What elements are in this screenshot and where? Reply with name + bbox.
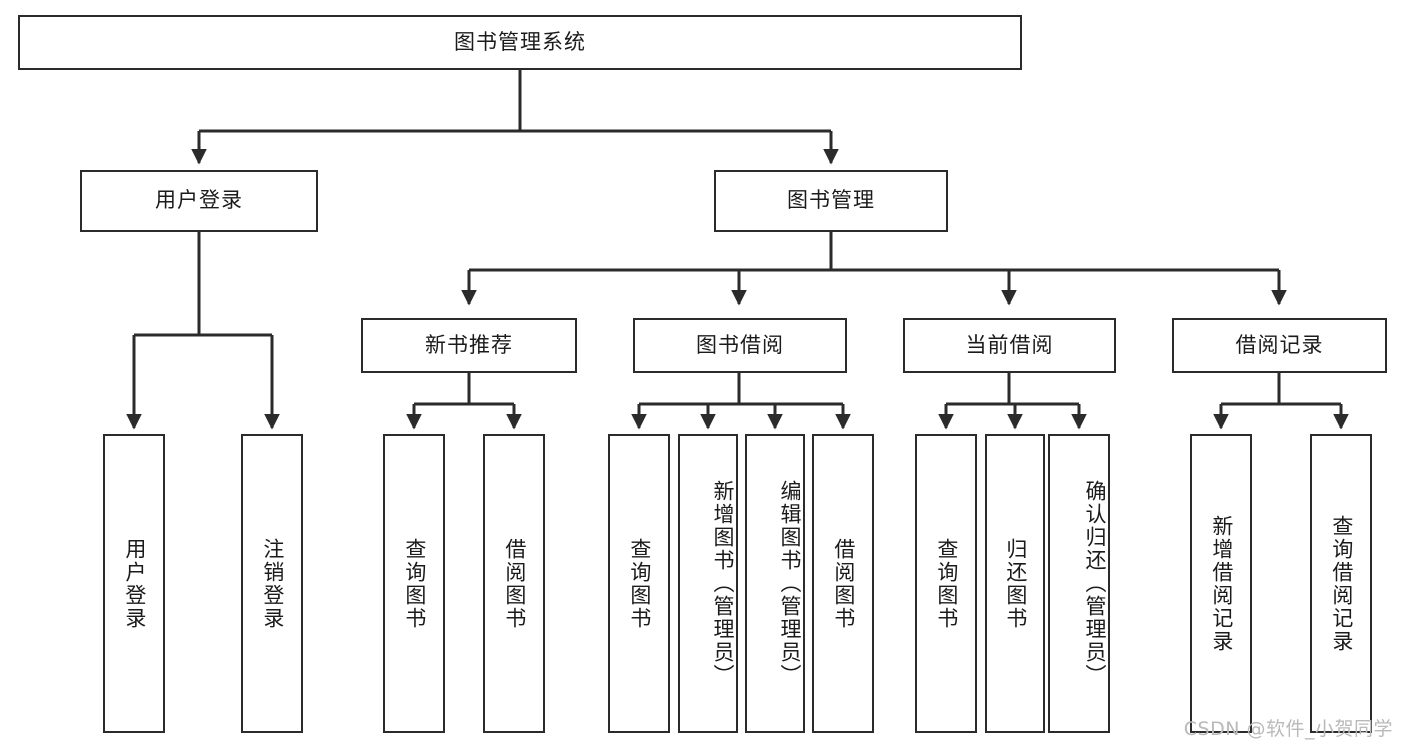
node-label: 用户登录 bbox=[122, 537, 147, 630]
leaf-current-return-books[interactable]: 归还图书 bbox=[985, 434, 1045, 733]
node-user-login[interactable]: 用户登录 bbox=[80, 170, 318, 232]
node-label: 借阅记录 bbox=[1235, 332, 1324, 357]
leaf-borrow-edit-book-admin[interactable]: 编辑图书（管理员） bbox=[745, 434, 805, 733]
node-label: 新增借阅记录 bbox=[1209, 514, 1234, 653]
node-book-management[interactable]: 图书管理 bbox=[714, 170, 948, 232]
watermark-csdn: CSDN @软件_小贺同学 bbox=[1183, 718, 1393, 740]
node-label: 图书管理系统 bbox=[454, 29, 586, 54]
leaf-new-book-query-books[interactable]: 查询图书 bbox=[383, 434, 445, 733]
node-label: 图书管理 bbox=[787, 188, 875, 213]
node-label: 注销登录 bbox=[260, 537, 285, 630]
leaf-user-login-logout[interactable]: 注销登录 bbox=[241, 434, 303, 733]
node-label: 图书借阅 bbox=[696, 332, 784, 357]
node-label: 确认归还（管理员） bbox=[1083, 480, 1107, 687]
node-label: 查询图书 bbox=[934, 537, 959, 630]
node-label: 查询图书 bbox=[402, 537, 427, 630]
node-label: 借阅图书 bbox=[502, 537, 527, 630]
node-label: 新增图书（管理员） bbox=[711, 480, 735, 687]
node-label: 当前借阅 bbox=[965, 332, 1054, 357]
node-label: 新书推荐 bbox=[425, 332, 513, 357]
node-label: 借阅图书 bbox=[831, 537, 856, 630]
node-label: 查询图书 bbox=[627, 537, 652, 630]
node-new-book-recommendation[interactable]: 新书推荐 bbox=[361, 318, 577, 373]
leaf-borrow-query-books[interactable]: 查询图书 bbox=[608, 434, 670, 733]
leaf-current-confirm-return-admin[interactable]: 确认归还（管理员） bbox=[1048, 434, 1110, 733]
node-borrowing-records[interactable]: 借阅记录 bbox=[1172, 318, 1387, 373]
node-label: 用户登录 bbox=[155, 188, 243, 213]
node-label: 归还图书 bbox=[1003, 537, 1028, 630]
node-label: 编辑图书（管理员） bbox=[778, 480, 802, 687]
node-label: 查询借阅记录 bbox=[1329, 514, 1354, 653]
leaf-borrow-add-book-admin[interactable]: 新增图书（管理员） bbox=[678, 434, 738, 733]
leaf-borrow-borrow-books[interactable]: 借阅图书 bbox=[812, 434, 874, 733]
leaf-record-query-record[interactable]: 查询借阅记录 bbox=[1310, 434, 1372, 733]
leaf-new-book-borrow-books[interactable]: 借阅图书 bbox=[483, 434, 545, 733]
node-current-borrowing[interactable]: 当前借阅 bbox=[903, 318, 1116, 373]
node-root-book-management-system[interactable]: 图书管理系统 bbox=[18, 15, 1022, 70]
leaf-user-login-login[interactable]: 用户登录 bbox=[103, 434, 165, 733]
leaf-current-query-books[interactable]: 查询图书 bbox=[915, 434, 977, 733]
node-book-borrowing[interactable]: 图书借阅 bbox=[633, 318, 847, 373]
leaf-record-add-record[interactable]: 新增借阅记录 bbox=[1190, 434, 1252, 733]
